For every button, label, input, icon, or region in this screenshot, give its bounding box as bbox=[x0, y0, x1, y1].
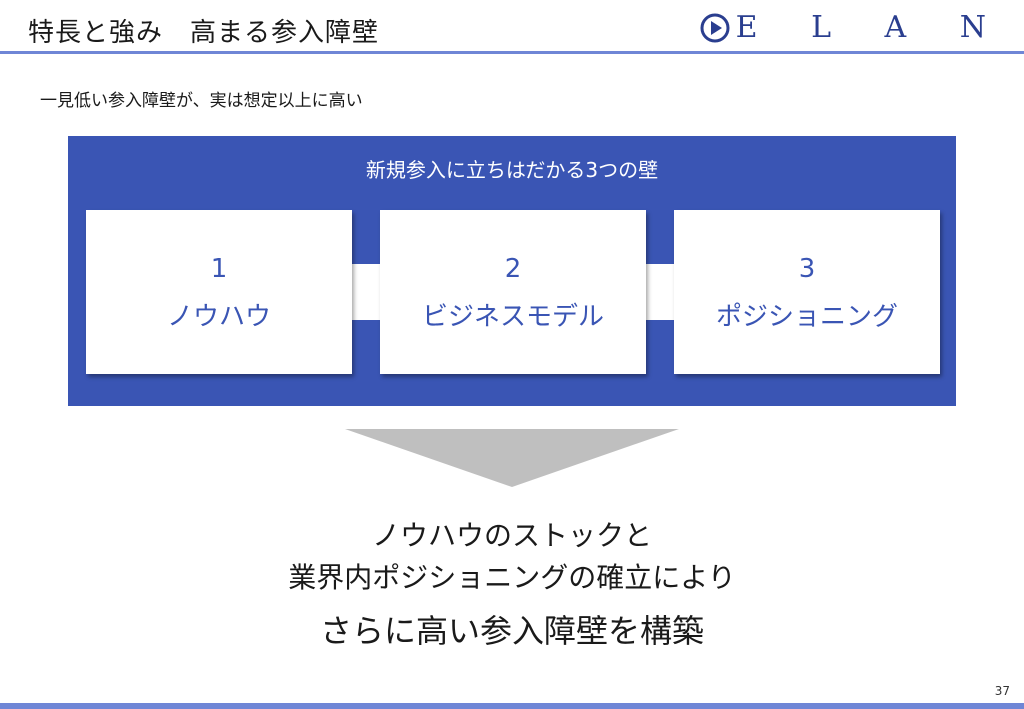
panel-title: 新規参入に立ちはだかる3つの壁 bbox=[365, 158, 659, 182]
barriers-panel: 新規参入に立ちはだかる3つの壁 1 ノウハウ 2 ビジネスモデル 3 ポジショニ… bbox=[68, 136, 956, 406]
down-triangle-icon bbox=[345, 429, 679, 487]
header-divider bbox=[0, 51, 1024, 54]
play-circle-icon bbox=[700, 13, 730, 42]
page-title: 特長と強み 高まる参入障壁 bbox=[28, 18, 380, 48]
wall-card: 3 ポジショニング bbox=[674, 210, 940, 374]
wall-label: ポジショニング bbox=[715, 302, 898, 332]
wall-number: 1 bbox=[210, 254, 228, 284]
conclusion-line: 業界内ポジショニングの確立により bbox=[288, 561, 736, 594]
wall-label: ノウハウ bbox=[166, 302, 271, 332]
wall-connector bbox=[646, 264, 674, 320]
wall-connector bbox=[352, 264, 380, 320]
wall-label: ビジネスモデル bbox=[421, 302, 604, 332]
elan-logo: E L A N bbox=[700, 10, 1008, 45]
wall-number: 3 bbox=[798, 254, 816, 284]
wall-card: 2 ビジネスモデル bbox=[380, 210, 646, 374]
conclusion-line: ノウハウのストックと bbox=[371, 519, 652, 552]
wall-number: 2 bbox=[504, 254, 522, 284]
conclusion-headline: さらに高い参入障壁を構築 bbox=[319, 612, 704, 650]
wall-card: 1 ノウハウ bbox=[86, 210, 352, 374]
logo-text: E L A N bbox=[735, 10, 1008, 45]
page-number: 37 bbox=[994, 684, 1010, 698]
footer-divider bbox=[0, 703, 1024, 709]
subtitle: 一見低い参入障壁が、実は想定以上に高い bbox=[40, 91, 363, 111]
